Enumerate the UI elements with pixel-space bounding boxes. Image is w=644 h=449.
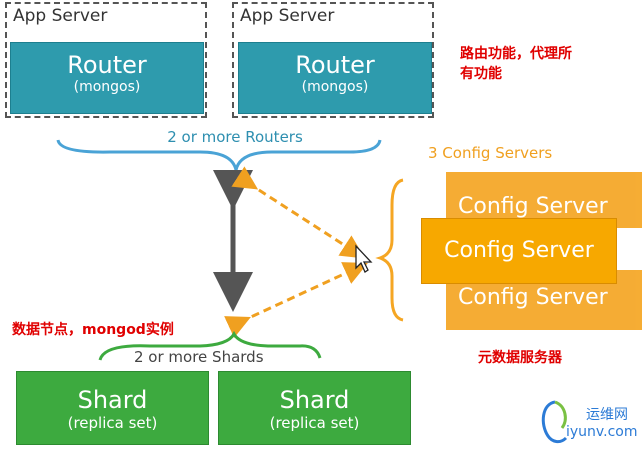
- router-1: Router (mongos): [10, 42, 204, 114]
- router-subtitle: (mongos): [73, 79, 141, 95]
- shard-title: Shard: [77, 386, 148, 414]
- shard-1: Shard (replica set): [16, 371, 209, 445]
- routers-caption: 2 or more Routers: [167, 128, 303, 146]
- app-server-1: App Server Router (mongos): [5, 2, 207, 118]
- router-title: Router: [295, 51, 375, 79]
- config-server-front: Config Server: [421, 218, 617, 284]
- watermark-logo-icon: [541, 400, 568, 444]
- router-config-arrow: [231, 166, 366, 259]
- shard-2: Shard (replica set): [218, 371, 411, 445]
- router-2: Router (mongos): [238, 42, 432, 114]
- app-server-2: App Server Router (mongos): [232, 2, 434, 118]
- config-note: 元数据服务器: [478, 350, 562, 366]
- shard-config-arrow: [224, 262, 368, 338]
- data-note: 数据节点，mongod实例: [12, 322, 174, 338]
- shard-title: Shard: [279, 386, 350, 414]
- mouse-cursor-icon: [355, 244, 373, 273]
- shard-subtitle: (replica set): [67, 414, 158, 432]
- watermark-url: iyunv.com: [566, 424, 638, 440]
- app-server-label: App Server: [240, 6, 335, 26]
- routers-brace: [56, 139, 382, 171]
- shard-subtitle: (replica set): [269, 414, 360, 432]
- router-note: 路由功能，代理所 有功能: [460, 44, 572, 84]
- watermark-cn: 运维网: [586, 407, 628, 423]
- config-brace: [375, 178, 404, 322]
- shards-caption: 2 or more Shards: [134, 348, 264, 366]
- app-server-label: App Server: [13, 6, 108, 26]
- config-caption: 3 Config Servers: [428, 144, 553, 162]
- router-note-line-1: 路由功能，代理所: [460, 46, 572, 62]
- router-note-line-2: 有功能: [460, 66, 502, 82]
- shards-brace: [98, 330, 322, 361]
- router-subtitle: (mongos): [301, 79, 369, 95]
- router-title: Router: [67, 51, 147, 79]
